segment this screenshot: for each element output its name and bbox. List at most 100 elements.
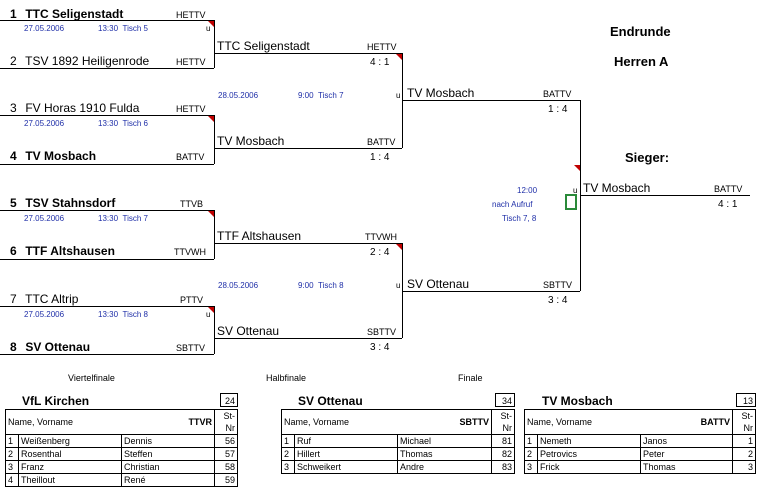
round-label-semi: Halbfinale [266,373,307,383]
qf4-time-table: 13:30 Tisch 8 [98,310,148,319]
team-7-assoc: PTTV [180,295,204,305]
bracket-line [402,100,580,101]
red-flag-icon [208,116,214,122]
final-time: 12:00 [517,186,538,195]
final-result-box [565,194,577,210]
team-8: 8 SV Ottenau [10,340,91,354]
bracket-line [0,164,214,165]
team-7: 7 TTC Altrip [10,292,79,306]
team-3-assoc: HETTV [176,104,206,114]
final-table: Tisch 7, 8 [502,214,537,223]
roster-3-number: 13 [736,393,756,407]
bracket-line [580,195,750,196]
team-2-assoc: HETTV [176,57,206,67]
roster-1-team: VfL Kirchen [22,394,90,408]
champion-assoc: BATTV [714,184,743,194]
bracket-connector [402,243,403,338]
red-flag-icon [208,307,214,313]
bracket-line [0,306,214,307]
sf-entry-2-assoc: BATTV [367,137,396,147]
sf1-time-table: 9:00 Tisch 7 [298,91,344,100]
sf2-date: 28.05.2006 [218,281,259,290]
red-flag-icon [396,244,402,250]
team-1-assoc: HETTV [176,10,206,20]
final-note: nach Aufruf [492,200,533,209]
bracket-line [214,338,402,339]
sf-entry-4: SV Ottenau [217,324,280,338]
winner-label: Sieger: [625,150,670,165]
bracket-line [0,68,214,69]
red-flag-icon [208,21,214,27]
bracket-line [0,20,214,21]
sf1-date: 28.05.2006 [218,91,259,100]
bracket-line [0,115,214,116]
sf-entry-3-assoc: TTVWH [365,232,397,242]
roster-2-team: SV Ottenau [298,394,363,408]
final-score: 4 : 1 [718,199,738,210]
final-entry-1: TV Mosbach [407,86,475,100]
sf-entry-2: TV Mosbach [217,134,285,148]
team-8-assoc: SBTTV [176,343,206,353]
qf1-mark: u [206,24,211,33]
qf2-score: 1 : 4 [370,152,390,163]
red-flag-icon [208,211,214,217]
roster-3-team: TV Mosbach [542,394,613,408]
bracket-line [402,291,580,292]
team-4-assoc: BATTV [176,152,205,162]
final-mark: u [573,186,578,195]
qf4-date: 27.05.2006 [24,310,65,319]
team-1: 1 TTC Seligenstadt [10,7,124,21]
bracket-connector [214,115,215,164]
team-6-assoc: TTVWH [174,247,206,257]
sf-entry-1-assoc: HETTV [367,42,397,52]
bracket-connector [214,306,215,354]
sf2-mark: u [396,281,401,290]
champion-name: TV Mosbach [583,181,651,195]
sf-entry-1: TTC Seligenstadt [217,39,310,53]
round-label-final: Finale [458,373,483,383]
qf3-time-table: 13:30 Tisch 7 [98,214,148,223]
sf1-mark: u [396,91,401,100]
team-6: 6 TTF Altshausen [10,244,115,258]
bracket-line [214,148,402,149]
red-flag-icon [574,165,580,171]
final-entry-2-assoc: SBTTV [543,280,573,290]
qf4-score: 3 : 4 [370,342,390,353]
qf1-date: 27.05.2006 [24,24,65,33]
sf-entry-4-assoc: SBTTV [367,327,397,337]
team-5-assoc: TTVB [180,199,204,209]
qf3-date: 27.05.2006 [24,214,65,223]
roster-1-number: 24 [220,393,238,407]
bracket-line [214,243,402,244]
page-subtitle: Herren A [614,54,669,69]
team-5: 5 TSV Stahnsdorf [10,196,116,210]
sf-entry-3: TTF Altshausen [217,229,302,243]
qf1-score: 4 : 1 [370,57,390,68]
qf1-time-table: 13:30 Tisch 5 [98,24,148,33]
team-2: 2 TSV 1892 Heiligenrode [10,54,150,68]
page-title: Endrunde [610,24,671,39]
sf1-score: 1 : 4 [548,104,568,115]
team-3: 3 FV Horas 1910 Fulda [10,101,140,115]
bracket-connector [214,210,215,259]
final-entry-1-assoc: BATTV [543,89,572,99]
team-4: 4 TV Mosbach [10,149,97,163]
qf3-score: 2 : 4 [370,247,390,258]
round-label-quarter: Viertelfinale [68,373,115,383]
bracket-connector [214,20,215,68]
qf2-date: 27.05.2006 [24,119,65,128]
sf2-time-table: 9:00 Tisch 8 [298,281,344,290]
qf2-time-table: 13:30 Tisch 6 [98,119,148,128]
red-flag-icon [396,54,402,60]
